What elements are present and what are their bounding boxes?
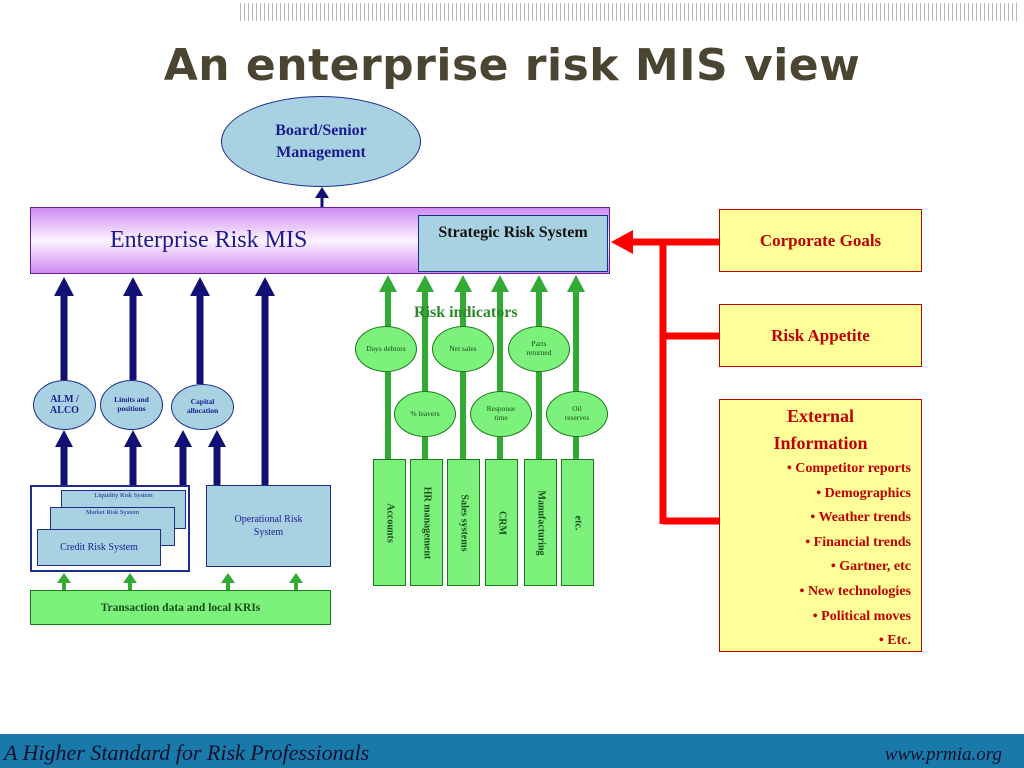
external-list-item: • Competitor reports	[786, 461, 911, 476]
risk-indicators-label: Risk indicators	[414, 304, 518, 321]
capital-allocation-ellipse: Capital allocation	[171, 384, 234, 430]
limits-positions-ellipse: Limits and positions	[100, 380, 163, 430]
oil-reserves-label: Oil reserves	[564, 404, 590, 422]
leavers-label: % leavers	[410, 408, 440, 418]
days-debtors-label: Days debtors	[366, 343, 406, 353]
credit-to-limits-arrow	[124, 430, 142, 485]
operational-label: Operational Risk System	[234, 513, 303, 539]
accounts-arrow	[379, 275, 397, 459]
sales-systems-box: Sales systems	[447, 459, 480, 586]
external-list-item: • Financial trends	[805, 534, 911, 550]
corporate-goals-label: Corporate Goals	[759, 230, 882, 250]
sales-arrow	[454, 275, 472, 459]
external-list-item: • Etc.	[878, 633, 911, 649]
operational-risk-system: Operational Risk System	[206, 485, 331, 567]
operational-to-capital-arrow	[208, 430, 226, 485]
strategic-risk-system: Strategic Risk System	[418, 215, 608, 272]
strategic-label: Strategic Risk System	[438, 224, 588, 241]
erm-label: Enterprise Risk MIS	[110, 227, 308, 253]
external-information-box: External Information • Competitor report…	[719, 399, 922, 652]
board-ellipse: Board/Senior Management	[221, 96, 421, 187]
external-list: • Competitor reports • Demographics • Weat…	[720, 457, 921, 654]
net-sales-ellipse: Net sales	[432, 326, 494, 372]
txn-arrow-1	[57, 573, 71, 590]
etc-box: etc.	[561, 459, 594, 586]
manufacturing-box: Manufacturing	[524, 459, 557, 586]
alm-arrow	[54, 277, 74, 380]
hr-management-box: HR management	[410, 459, 443, 586]
external-heading: External Information	[773, 406, 868, 453]
header-stripes	[240, 3, 1020, 21]
alm-label: ALM / ALCO	[50, 394, 79, 416]
parts-returned-label: Parts returned	[526, 339, 552, 357]
external-list-item: • Demographics	[816, 485, 911, 501]
transaction-data-bar: Transaction data and local KRIs	[30, 590, 331, 625]
accounts-label: Accounts	[384, 502, 395, 543]
board-label: Board/Senior Management	[275, 121, 367, 161]
txn-arrow-3	[221, 573, 235, 590]
corporate-goals-box: Corporate Goals	[719, 209, 922, 272]
footer-tagline: A Higher Standard for Risk Professionals	[4, 740, 370, 765]
response-time-label: Response time	[486, 404, 516, 422]
oil-reserves-ellipse: Oil reserves	[546, 391, 608, 437]
external-connectors	[611, 230, 719, 525]
txn-arrow-2	[123, 573, 137, 590]
accounts-box: Accounts	[373, 459, 406, 586]
etc-label: etc.	[572, 515, 583, 530]
footer-url[interactable]: www.prmia.org	[884, 744, 1002, 765]
footer-bar	[0, 734, 1024, 768]
risk-appetite-box: Risk Appetite	[719, 304, 922, 367]
credit-risk-system: Credit Risk System	[37, 529, 161, 566]
crm-label: CRM	[496, 510, 507, 535]
credit-label: Credit Risk System	[60, 542, 138, 553]
transaction-label: Transaction data and local KRIs	[100, 601, 261, 614]
market-label: Market Risk System	[85, 509, 140, 516]
txn-arrow-4	[289, 573, 303, 590]
operational-arrow	[255, 277, 275, 485]
erm-to-board-arrow	[315, 187, 329, 207]
hr-management-label: HR management	[421, 486, 432, 559]
days-debtors-ellipse: Days debtors	[355, 326, 417, 372]
parts-returned-ellipse: Parts returned	[508, 326, 570, 372]
leavers-ellipse: % leavers	[394, 391, 456, 437]
manufacturing-arrow	[530, 275, 548, 459]
response-time-ellipse: Response time	[470, 391, 532, 437]
credit-to-capital-arrow	[174, 430, 192, 485]
external-list-item: • Weather trends	[810, 510, 911, 526]
capital-arrow	[190, 277, 210, 384]
credit-to-alm-arrow	[55, 430, 73, 485]
net-sales-label: Net sales	[449, 343, 477, 353]
sales-systems-label: Sales systems	[458, 494, 469, 551]
crm-box: CRM	[485, 459, 518, 586]
liquidity-label: Liquidity Risk System	[94, 492, 153, 499]
page-title: An enterprise risk MIS view	[163, 40, 861, 91]
capital-label: Capital allocation	[186, 397, 219, 415]
external-list-item: • Political moves	[812, 608, 911, 624]
risk-appetite-label: Risk Appetite	[771, 325, 870, 345]
external-list-item: • New technologies	[799, 583, 911, 599]
limits-label: Limits and positions	[114, 395, 149, 413]
alm-alco-ellipse: ALM / ALCO	[33, 380, 96, 430]
external-list-item: • Gartner, etc	[830, 559, 911, 575]
manufacturing-label: Manufacturing	[535, 490, 546, 555]
limits-arrow	[123, 277, 143, 380]
